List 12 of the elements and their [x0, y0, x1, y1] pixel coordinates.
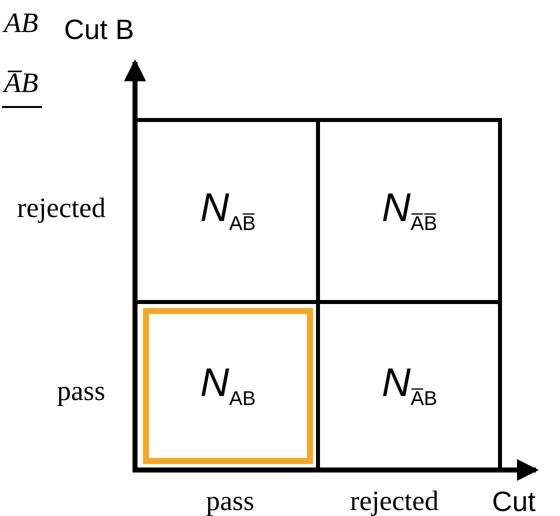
axis-title: Cut B — [63, 13, 136, 47]
row-label: rejected — [16, 192, 107, 226]
axis-title: Cut — [491, 485, 537, 516]
grid-cell: N$_{A̅B}$ — [319, 302, 500, 470]
column-label: rejected — [349, 485, 440, 516]
row-label: pass — [56, 375, 106, 409]
highlighted-cell: N$_{AB}$ — [143, 308, 313, 464]
formula-text: AB — [2, 7, 40, 41]
grid-cell: N$_{AB̅}$ — [137, 120, 319, 302]
column-label: pass — [205, 485, 256, 516]
formula-text: A̅B — [2, 60, 42, 108]
grid-cell: N$_{A̅B̅}$ — [319, 120, 500, 302]
